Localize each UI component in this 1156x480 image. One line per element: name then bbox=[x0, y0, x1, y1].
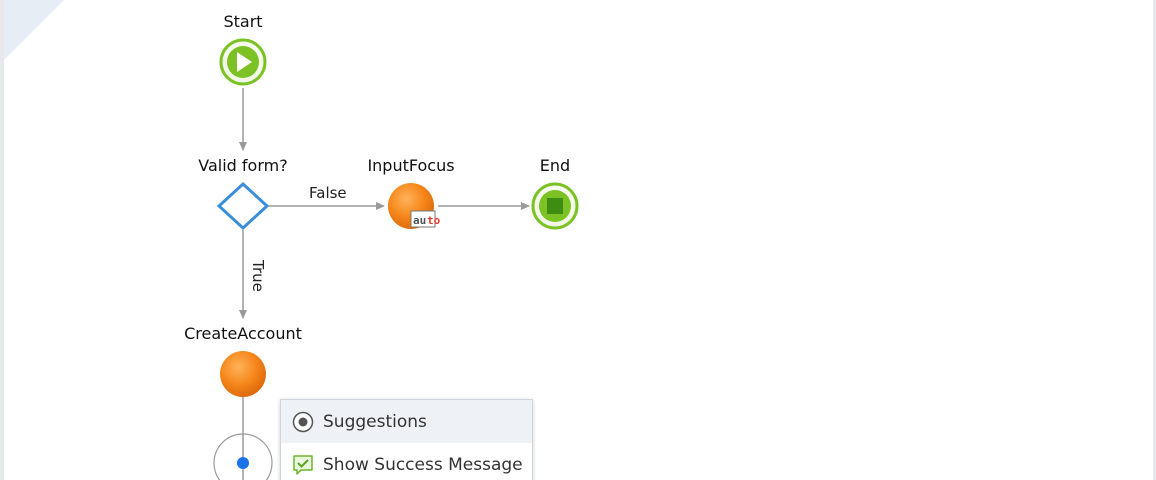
auto-badge-icon bbox=[410, 210, 436, 228]
inputfocus-node[interactable]: au to bbox=[388, 183, 441, 229]
drop-target-node[interactable] bbox=[213, 433, 273, 480]
svg-text:au: au bbox=[413, 214, 426, 227]
false-edge-label: False bbox=[309, 184, 347, 202]
canvas-right-border bbox=[1153, 0, 1156, 480]
canvas-corner-decoration bbox=[0, 0, 64, 64]
canvas-left-border bbox=[0, 0, 4, 480]
end-node-label: End bbox=[539, 156, 571, 175]
suggestions-title: Suggestions bbox=[323, 411, 427, 432]
decision-node-valid-form[interactable] bbox=[216, 181, 270, 231]
radio-target-icon bbox=[291, 410, 315, 434]
suggestions-popup: Suggestions Show Success Message bbox=[280, 399, 533, 480]
suggestion-item-label: Show Success Message bbox=[323, 454, 523, 475]
decision-node-label: Valid form? bbox=[198, 156, 288, 175]
suggestions-header: Suggestions bbox=[281, 400, 532, 443]
createaccount-node-label: CreateAccount bbox=[184, 324, 302, 343]
createaccount-node[interactable] bbox=[220, 351, 266, 397]
start-node[interactable] bbox=[219, 38, 267, 86]
message-check-icon bbox=[291, 453, 315, 477]
end-node[interactable] bbox=[531, 182, 579, 230]
true-edge-label: True bbox=[249, 260, 267, 292]
start-node-label: Start bbox=[223, 12, 263, 31]
svg-text:to: to bbox=[427, 214, 441, 227]
stop-icon bbox=[547, 198, 563, 214]
play-icon bbox=[237, 52, 252, 72]
inputfocus-node-label: InputFocus bbox=[367, 156, 455, 175]
suggestion-item-show-success-message[interactable]: Show Success Message bbox=[281, 443, 532, 480]
